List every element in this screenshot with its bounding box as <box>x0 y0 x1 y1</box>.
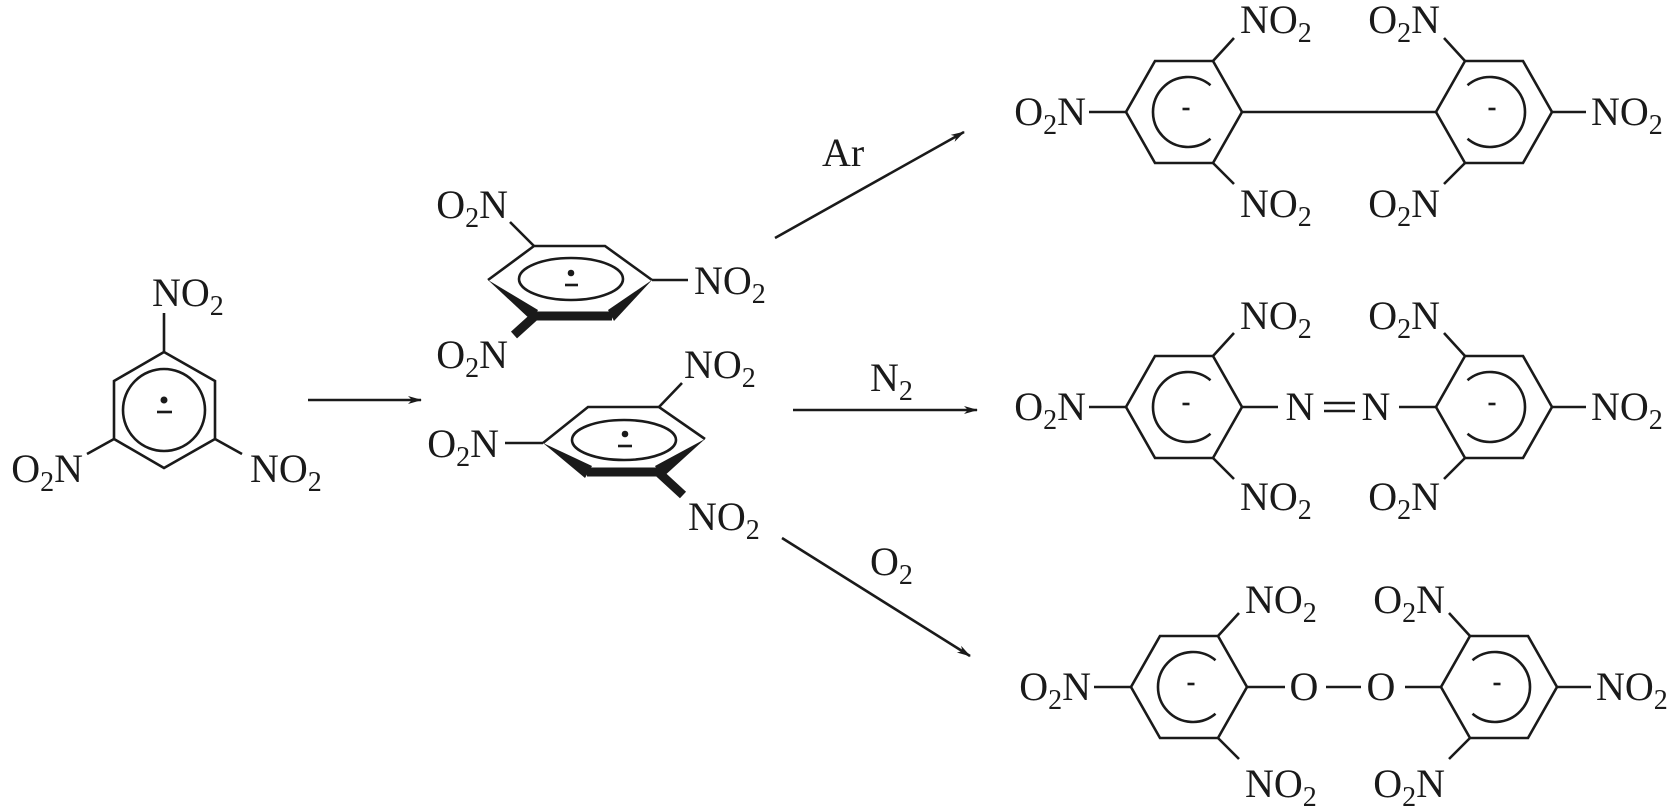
bond <box>1212 37 1235 62</box>
nitro-group: O2N <box>1014 89 1086 141</box>
nitro-group-top-right: NO2 <box>684 342 756 394</box>
delocalized-charge-arc <box>1466 370 1527 444</box>
radical-dot <box>567 269 575 277</box>
bond <box>1212 332 1235 357</box>
reaction-arrow-ar <box>774 130 965 240</box>
nitrogen-atom: N <box>1362 384 1391 429</box>
bond-bold <box>654 468 687 499</box>
oxygen-atom: O <box>1290 664 1319 709</box>
nitro-group-left: O2N <box>427 421 499 473</box>
condition-n2: N2 <box>870 355 913 407</box>
bond <box>1448 612 1471 637</box>
nitro-group: NO2 <box>1240 474 1312 526</box>
bond <box>86 437 115 456</box>
nitro-group: O2N <box>1368 474 1440 526</box>
nitro-group-left: O2N <box>11 446 83 498</box>
ring-wedge-right <box>655 439 705 478</box>
bond-bold <box>510 312 539 339</box>
nitro-group: NO2 <box>1591 89 1663 141</box>
bond <box>1443 37 1466 62</box>
nitro-group: O2N <box>1368 0 1440 49</box>
nitro-group: NO2 <box>1245 761 1317 810</box>
bond <box>1443 332 1466 357</box>
radical-dot <box>621 430 629 438</box>
nitro-group-top-left: O2N <box>436 182 508 234</box>
reactant-molecule: NO2 O2N NO2 <box>11 270 322 498</box>
nitrogen-atom: N <box>1286 384 1315 429</box>
delocalized-charge-arc <box>1156 650 1217 724</box>
ring-wedge-left <box>488 280 538 321</box>
bond <box>214 437 243 456</box>
aromatic-ellipse <box>517 256 625 302</box>
ring-wedge-left <box>543 443 592 478</box>
intermediate-upper: O2N NO2 O2N <box>436 182 766 384</box>
oxygen-atom: O <box>1367 664 1396 709</box>
bond <box>1443 162 1466 185</box>
condition-o2: O2 <box>870 539 913 591</box>
ring-back-edges <box>487 244 653 282</box>
nitro-group-bottom-left: O2N <box>436 332 508 384</box>
nitro-group: NO2 <box>1591 384 1663 436</box>
bond <box>1217 612 1240 637</box>
intermediate-lower: O2N NO2 NO2 <box>427 342 760 546</box>
nitro-group: NO2 <box>1240 181 1312 233</box>
delocalized-charge-arc <box>1151 370 1212 444</box>
delocalized-charge-arc <box>1466 75 1527 149</box>
nitro-group: O2N <box>1019 664 1091 716</box>
nitro-group-right: NO2 <box>694 258 766 310</box>
nitro-group: O2N <box>1373 577 1445 629</box>
nitro-group: O2N <box>1373 761 1445 810</box>
bond <box>1217 737 1240 760</box>
nitro-group: O2N <box>1014 384 1086 436</box>
ring-back-edges <box>542 405 706 445</box>
condition-ar: Ar <box>822 130 864 175</box>
aromatic-ellipse <box>570 418 678 462</box>
bond <box>1443 457 1466 480</box>
nitro-group-right: NO2 <box>250 446 322 498</box>
delocalized-charge-arc <box>1151 75 1212 149</box>
bond <box>509 221 535 247</box>
nitro-group-bottom-right: NO2 <box>688 494 760 546</box>
benzene-ring <box>112 350 217 470</box>
nitro-group: O2N <box>1368 181 1440 233</box>
aromatic-circle <box>121 367 207 453</box>
radical-dot <box>160 396 168 404</box>
bond <box>658 382 683 408</box>
nitro-group: O2N <box>1368 293 1440 345</box>
nitro-group: NO2 <box>1240 293 1312 345</box>
nitro-group: NO2 <box>1240 0 1312 49</box>
bond <box>1448 737 1471 760</box>
bond <box>1212 162 1235 185</box>
nitro-group: NO2 <box>1596 664 1668 716</box>
nitro-group: NO2 <box>1245 577 1317 629</box>
bond <box>1212 457 1235 480</box>
nitro-group-top: NO2 <box>152 270 224 322</box>
reaction-arrow-o2 <box>781 536 971 658</box>
delocalized-charge-arc <box>1471 650 1532 724</box>
ring-wedge-right <box>608 280 652 321</box>
